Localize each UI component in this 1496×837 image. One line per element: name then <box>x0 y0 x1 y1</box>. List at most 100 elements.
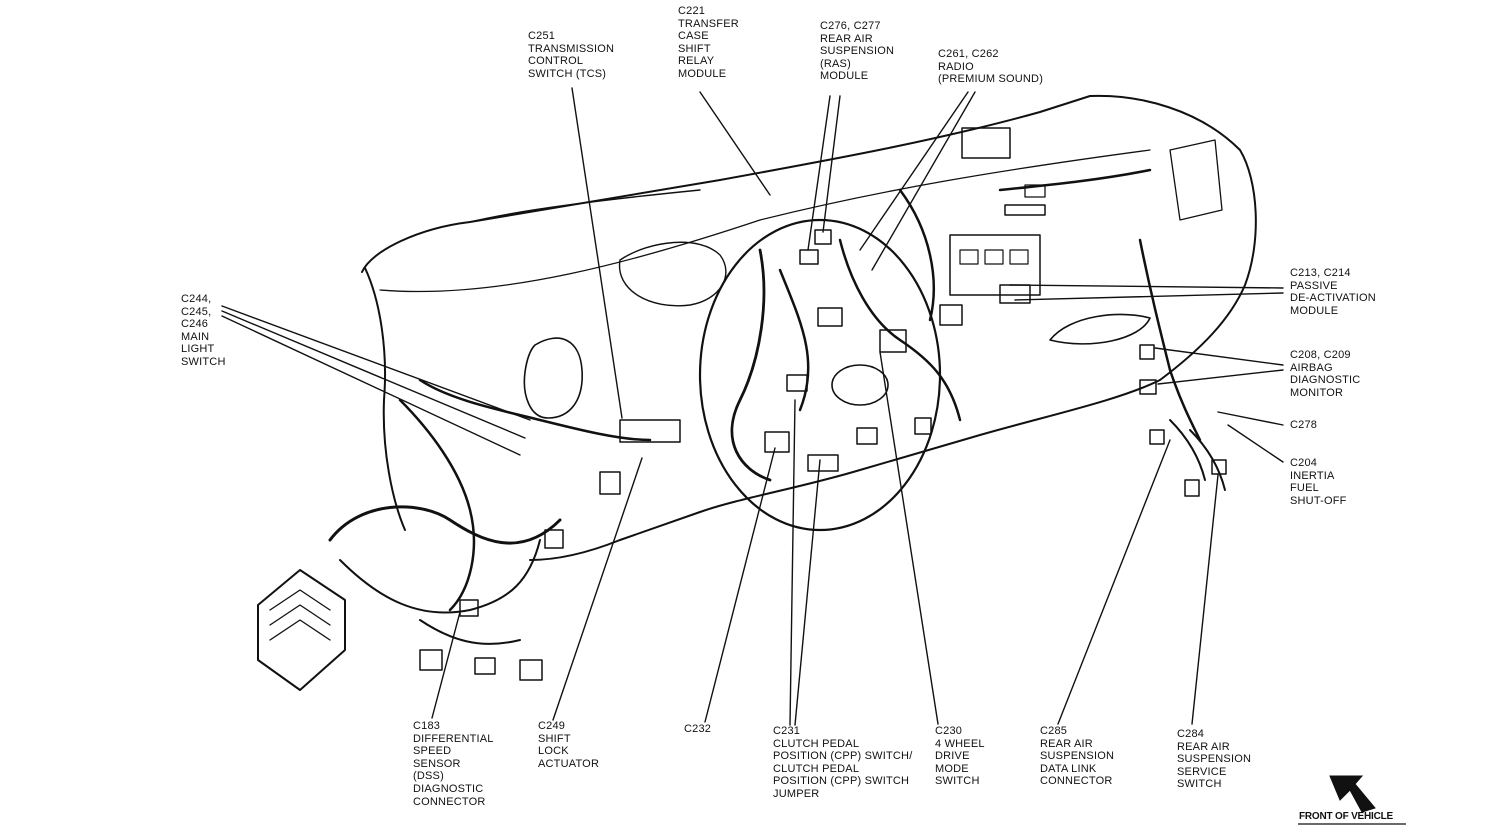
leader-c204 <box>1227 424 1284 463</box>
steering-wheel <box>698 218 942 532</box>
ecu-module <box>257 569 346 691</box>
callout-line: SUSPENSION <box>820 45 895 58</box>
leader-c231b <box>794 459 821 726</box>
callout-line: REAR AIR <box>1177 740 1230 753</box>
callout-line: RADIO <box>938 60 974 73</box>
callout-line: (PREMIUM SOUND) <box>938 73 1044 86</box>
callout-line: CLUTCH PEDAL <box>773 762 860 775</box>
callout-line: CLUTCH PEDAL <box>773 737 860 750</box>
callout-line: MONITOR <box>1290 386 1344 399</box>
right-vent <box>1049 313 1151 345</box>
callout-line: CASE <box>678 30 709 43</box>
callout-line: POSITION (CPP) SWITCH/ <box>773 750 913 763</box>
callout-line: DRIVE <box>935 750 970 763</box>
callout-line: (RAS) <box>820 57 851 70</box>
callout-line: C276, C277 <box>820 20 881 32</box>
callout-line: TRANSFER <box>678 17 739 30</box>
callout-line: DIAGNOSTIC <box>1290 374 1361 387</box>
callout-line: SPEED <box>413 745 452 758</box>
callout-line: PASSIVE <box>1290 279 1338 292</box>
callout-line: CONNECTOR <box>1040 775 1113 788</box>
leader-c230 <box>879 351 939 725</box>
callout-line: MODULE <box>1290 304 1339 317</box>
callout-line: DIFFERENTIAL <box>413 732 494 745</box>
callout-line: SENSOR <box>413 757 461 770</box>
leader-c183 <box>431 611 461 719</box>
callout-line: C261, C262 <box>938 48 999 60</box>
callout-line: C284 <box>1177 728 1205 740</box>
callout-line: C285 <box>1040 725 1068 737</box>
callout-c278: C278 <box>1290 419 1317 432</box>
leader-c249 <box>552 457 643 721</box>
callout-line: C204 <box>1290 457 1318 469</box>
leader-c232 <box>704 447 776 723</box>
callout-line: C208, C209 <box>1290 349 1351 361</box>
leader-c285 <box>1057 439 1171 725</box>
dash-outline <box>361 94 1257 561</box>
leader-c276b <box>822 95 841 233</box>
leader-c251 <box>571 87 623 419</box>
leader-c221 <box>699 91 771 196</box>
leader-c208b <box>1157 369 1284 385</box>
front-of-vehicle-label: FRONT OF VEHICLE <box>1299 811 1394 822</box>
callout-line: REAR AIR <box>820 32 873 45</box>
callout-line: INERTIA <box>1290 469 1335 482</box>
callout-line: SWITCH (TCS) <box>528 67 607 80</box>
callout-line: JUMPER <box>773 787 820 800</box>
leader-c244a <box>221 305 531 421</box>
callout-line: AIRBAG <box>1290 361 1333 374</box>
callout-line: POSITION (CPP) SWITCH <box>773 775 910 788</box>
callout-line: SWITCH <box>1177 778 1222 791</box>
callout-line: (DSS) <box>413 770 444 783</box>
callout-line: 4 WHEEL <box>935 737 985 750</box>
callout-line: DIAGNOSTIC <box>413 782 484 795</box>
callout-line: C244, <box>181 293 212 305</box>
callout-line: MODE <box>935 762 969 775</box>
callout-line: C221 <box>678 5 706 17</box>
callout-line: SWITCH <box>181 355 226 368</box>
callout-line: C246 <box>181 318 209 331</box>
callout-line: DATA LINK <box>1040 762 1097 775</box>
leader-c213a <box>1009 284 1284 289</box>
front-of-vehicle-arrow-icon <box>1298 775 1406 825</box>
callout-line: SWITCH <box>935 775 980 788</box>
callout-line: C213, C214 <box>1290 267 1351 279</box>
callout-line: FUEL <box>1290 482 1319 495</box>
leader-c244c <box>221 315 521 456</box>
callout-line: LOCK <box>538 745 569 758</box>
leader-c213b <box>1014 292 1284 301</box>
callout-line: TRANSMISSION <box>528 42 615 55</box>
leader-c244b <box>221 310 526 439</box>
callout-line: C231 <box>773 725 801 737</box>
callout-line: SHIFT <box>538 732 571 745</box>
left-vent <box>523 337 583 419</box>
callout-line: REAR AIR <box>1040 737 1093 750</box>
callout-c232: C232 <box>684 723 711 736</box>
callout-line: SUSPENSION <box>1177 753 1252 766</box>
callout-line: C230 <box>935 725 963 737</box>
callout-line: CONNECTOR <box>413 795 486 808</box>
leader-c276a <box>807 95 831 251</box>
leader-c231a <box>789 399 796 726</box>
callout-line: SERVICE <box>1177 765 1227 778</box>
leader-c208a <box>1154 347 1284 366</box>
callout-line: SHIFT <box>678 42 711 55</box>
callout-line: MAIN <box>181 330 210 343</box>
leader-c284 <box>1191 474 1219 725</box>
callout-line: C183 <box>413 720 441 732</box>
